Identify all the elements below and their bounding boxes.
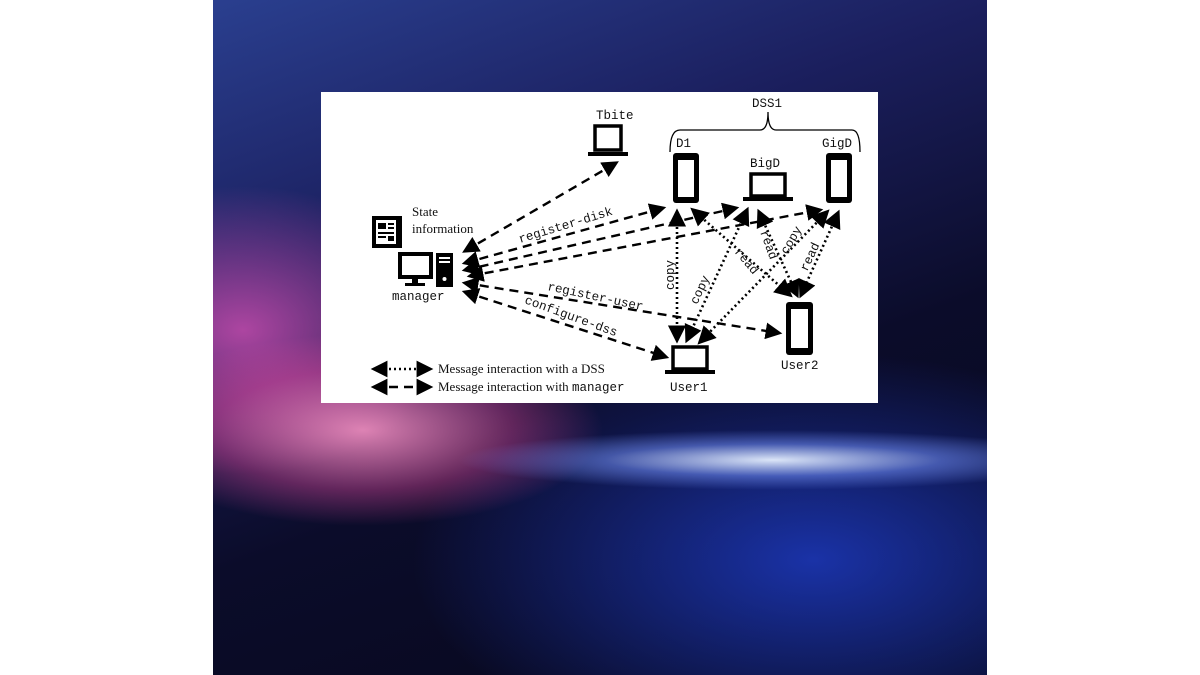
user1-laptop-icon xyxy=(665,345,715,374)
bigd-label: BigD xyxy=(750,157,780,171)
dss1-label: DSS1 xyxy=(752,97,782,111)
state-info-line2: information xyxy=(412,221,474,236)
dss1-brace xyxy=(669,111,861,153)
user1-label: User1 xyxy=(670,381,708,395)
gigd-label: GigD xyxy=(822,137,852,151)
legend-manager-text: Message interaction with manager xyxy=(438,379,624,395)
legend-manager-prefix: Message interaction with xyxy=(438,379,572,394)
label-read-gigd: read xyxy=(798,241,823,274)
label-copy-bigd: copy xyxy=(688,273,714,307)
user2-label: User2 xyxy=(781,359,819,373)
label-copy-gigd: copy xyxy=(778,224,805,257)
label-read-bigd: read xyxy=(756,229,779,262)
user2-phone-icon xyxy=(786,302,813,355)
tbite-laptop-icon xyxy=(588,124,628,156)
bigd-laptop-icon xyxy=(743,172,793,201)
state-info-line1: State xyxy=(412,204,438,219)
legend-manager-mono: manager xyxy=(572,381,625,395)
label-copy-d1: copy xyxy=(664,259,678,290)
manager-label: manager xyxy=(392,290,445,304)
d1-label: D1 xyxy=(676,137,691,151)
legend-dss-text: Message interaction with a DSS xyxy=(438,361,605,376)
edge-manager-user1 xyxy=(461,288,670,361)
tbite-label: Tbite xyxy=(596,109,634,123)
d1-phone-icon xyxy=(673,153,699,203)
manager-computer-icon xyxy=(398,252,453,287)
label-read-d1: read xyxy=(731,246,761,278)
edge-manager-d1 xyxy=(461,203,667,268)
gigd-phone-icon xyxy=(826,153,852,203)
newspaper-icon xyxy=(372,216,402,248)
